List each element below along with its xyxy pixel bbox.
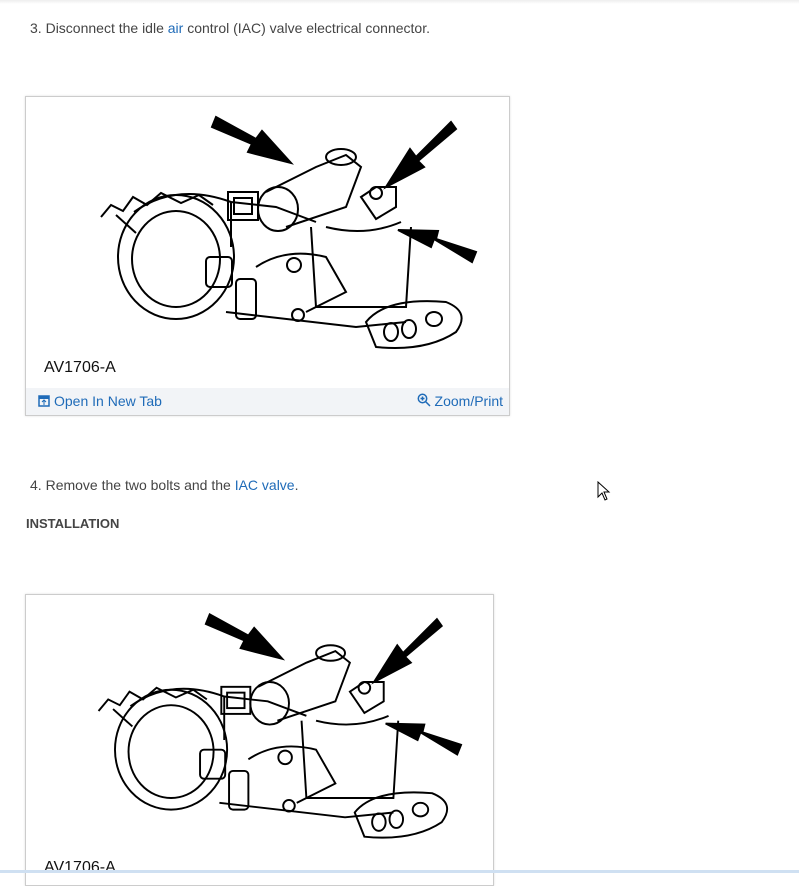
step-text: Disconnect the idle	[41, 20, 168, 36]
open-in-new-tab-button[interactable]: Open In New Tab	[38, 393, 162, 409]
bottom-border	[0, 870, 799, 873]
zoom-in-icon	[417, 393, 431, 407]
step-text: Remove the two bolts and the	[41, 477, 235, 493]
step-number: 3.	[30, 20, 42, 36]
figure-iac-valve: AV1706-A Open In New Tab Zoom/Print	[25, 96, 510, 416]
mouse-cursor-icon	[597, 481, 611, 501]
zoom-label: Zoom/Print	[434, 393, 503, 409]
step-number: 4.	[30, 477, 42, 493]
figure-footer: Open In New Tab Zoom/Print	[26, 388, 509, 415]
figure-caption: AV1706-A	[44, 859, 116, 876]
step-text: .	[294, 477, 299, 493]
section-heading: INSTALLATION	[26, 516, 120, 531]
top-shadow	[0, 0, 799, 4]
figure-iac-valve-installation: AV1706-A	[25, 594, 494, 886]
iac-valve-link[interactable]: IAC valve	[234, 477, 295, 493]
zoom-print-button[interactable]: Zoom/Print	[417, 393, 503, 409]
open-label: Open In New Tab	[54, 393, 162, 409]
iac-valve-diagram	[100, 116, 477, 349]
open-tab-icon	[38, 395, 50, 407]
figure-caption: AV1706-A	[44, 359, 116, 376]
step-4: 4. Remove the two bolts and the IAC valv…	[30, 477, 299, 493]
step-text: control (IAC) valve electrical connector…	[183, 20, 430, 36]
air-link[interactable]: air	[167, 20, 184, 36]
step-3: 3. Disconnect the idle air control (IAC)…	[30, 20, 430, 36]
iac-valve-diagram	[97, 613, 463, 839]
